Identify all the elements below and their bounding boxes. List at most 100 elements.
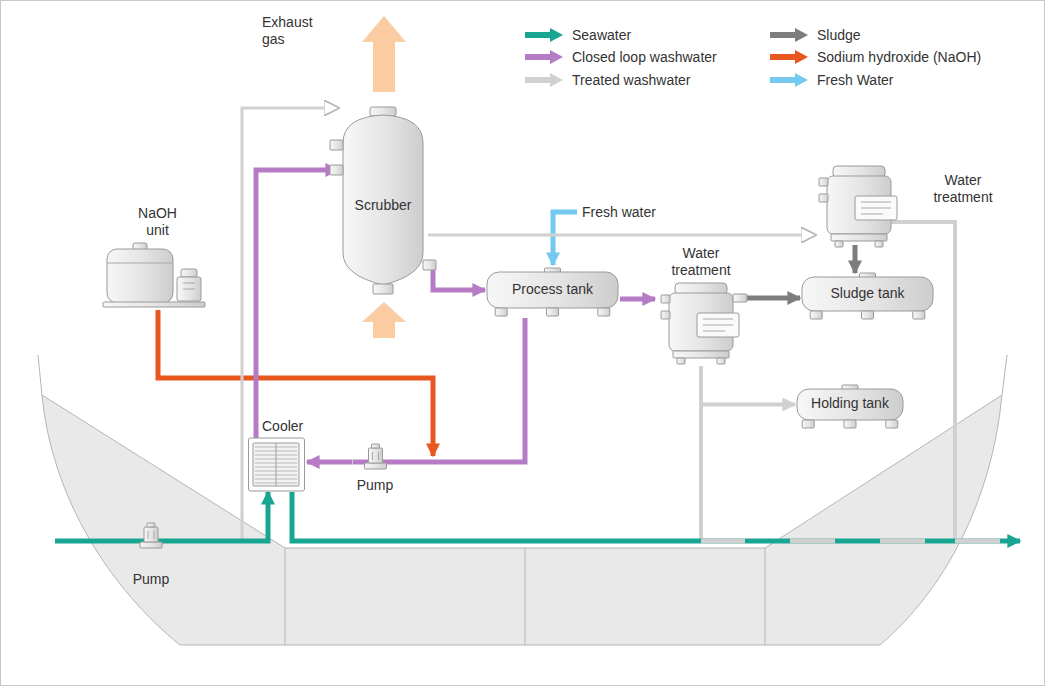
flow-arrow [428, 234, 815, 237]
part [140, 542, 162, 548]
part-line [703, 325, 733, 326]
part-line [861, 214, 883, 215]
part [373, 284, 393, 294]
flow-arrow [398, 318, 526, 462]
node-label: Sludge tank [831, 285, 905, 302]
label-slot: Exhaust gas [262, 14, 324, 47]
part [733, 294, 747, 302]
part [144, 527, 158, 542]
part [487, 272, 618, 308]
part [181, 269, 197, 277]
part-line [276, 443, 277, 486]
legend-swatch [770, 49, 808, 65]
water-treatment: Water treatment [815, 160, 1006, 245]
part [875, 241, 883, 247]
part-line [372, 452, 373, 460]
node-label: Pump [357, 477, 394, 494]
treated-water-line [891, 222, 955, 541]
part [661, 295, 670, 303]
part [103, 302, 205, 307]
node-label: Cooler [262, 418, 303, 435]
label-slot: Fresh water [582, 204, 656, 221]
process-tank: Process tank [485, 268, 620, 318]
part [371, 444, 379, 448]
legend-label: Seawater [572, 27, 631, 44]
legend-swatch [525, 72, 563, 88]
seawater-line [292, 492, 1020, 541]
legend-item: Closed loop washwater [525, 47, 717, 67]
part [364, 463, 386, 469]
flow-arrow [428, 265, 485, 290]
part [835, 241, 843, 247]
hull-divider [285, 548, 765, 645]
flow-label: Fresh water [582, 204, 656, 221]
legend-item: Treated washwater [525, 70, 691, 90]
part [819, 194, 828, 202]
part [913, 311, 925, 319]
legend-label: Closed loop washwater [572, 49, 717, 66]
pump: Pump [353, 432, 398, 494]
part [802, 277, 933, 311]
part-line [861, 202, 891, 203]
scrubber-body [343, 115, 423, 285]
node-label: Holding tank [811, 395, 889, 412]
flow-arrow [747, 296, 800, 301]
part [886, 420, 898, 428]
part [855, 196, 897, 220]
part [661, 311, 670, 319]
part [423, 260, 436, 270]
exhaust-arrow [362, 302, 406, 338]
legend-swatch [770, 72, 808, 88]
hull-bottom [42, 395, 1002, 645]
hull-side [38, 355, 42, 395]
flow-arrow [701, 380, 795, 405]
sludge-tank: Sludge tank [800, 273, 935, 321]
flow-arrow [853, 245, 858, 273]
part [810, 311, 822, 319]
naoh-line [158, 310, 433, 456]
seawater-line [55, 539, 128, 544]
legend-swatch [525, 27, 563, 43]
scrubber: Scrubber [338, 95, 428, 300]
treated-water-discharge [701, 539, 1000, 544]
part [844, 420, 856, 428]
fresh-water-line [553, 212, 577, 265]
part [677, 358, 685, 364]
part-line [861, 208, 891, 209]
part [831, 234, 887, 241]
part [330, 165, 343, 175]
part-line [183, 289, 195, 290]
legend-item: Sodium hydroxide (NaOH) [770, 47, 981, 67]
part [797, 389, 903, 420]
part-line [703, 331, 725, 332]
legend-label: Sludge [817, 27, 861, 44]
node-label: Water treatment [923, 172, 1003, 205]
part [177, 277, 201, 301]
flow-arrow [307, 460, 353, 465]
part-line [378, 452, 379, 460]
part [697, 313, 739, 337]
holding-tank: Holding tank [795, 385, 905, 430]
legend-swatch [770, 27, 808, 43]
legend-label: Treated washwater [572, 72, 691, 89]
legend-item: Fresh Water [770, 70, 894, 90]
node-label: Scrubber [355, 197, 412, 214]
part-line [154, 531, 155, 539]
part [802, 420, 814, 428]
node-label: Pump [133, 571, 170, 588]
cooler: Cooler [248, 418, 307, 492]
legend-label: Fresh Water [817, 72, 894, 89]
flow-label: Exhaust gas [262, 14, 324, 47]
part [249, 438, 305, 491]
part [107, 249, 173, 303]
naoh-unit: NaOH unit [95, 205, 220, 310]
flow-arrow [174, 492, 268, 541]
part-line [148, 531, 149, 539]
part [330, 140, 343, 150]
part [495, 308, 507, 316]
part [673, 351, 729, 358]
legend-label: Sodium hydroxide (NaOH) [817, 49, 981, 66]
